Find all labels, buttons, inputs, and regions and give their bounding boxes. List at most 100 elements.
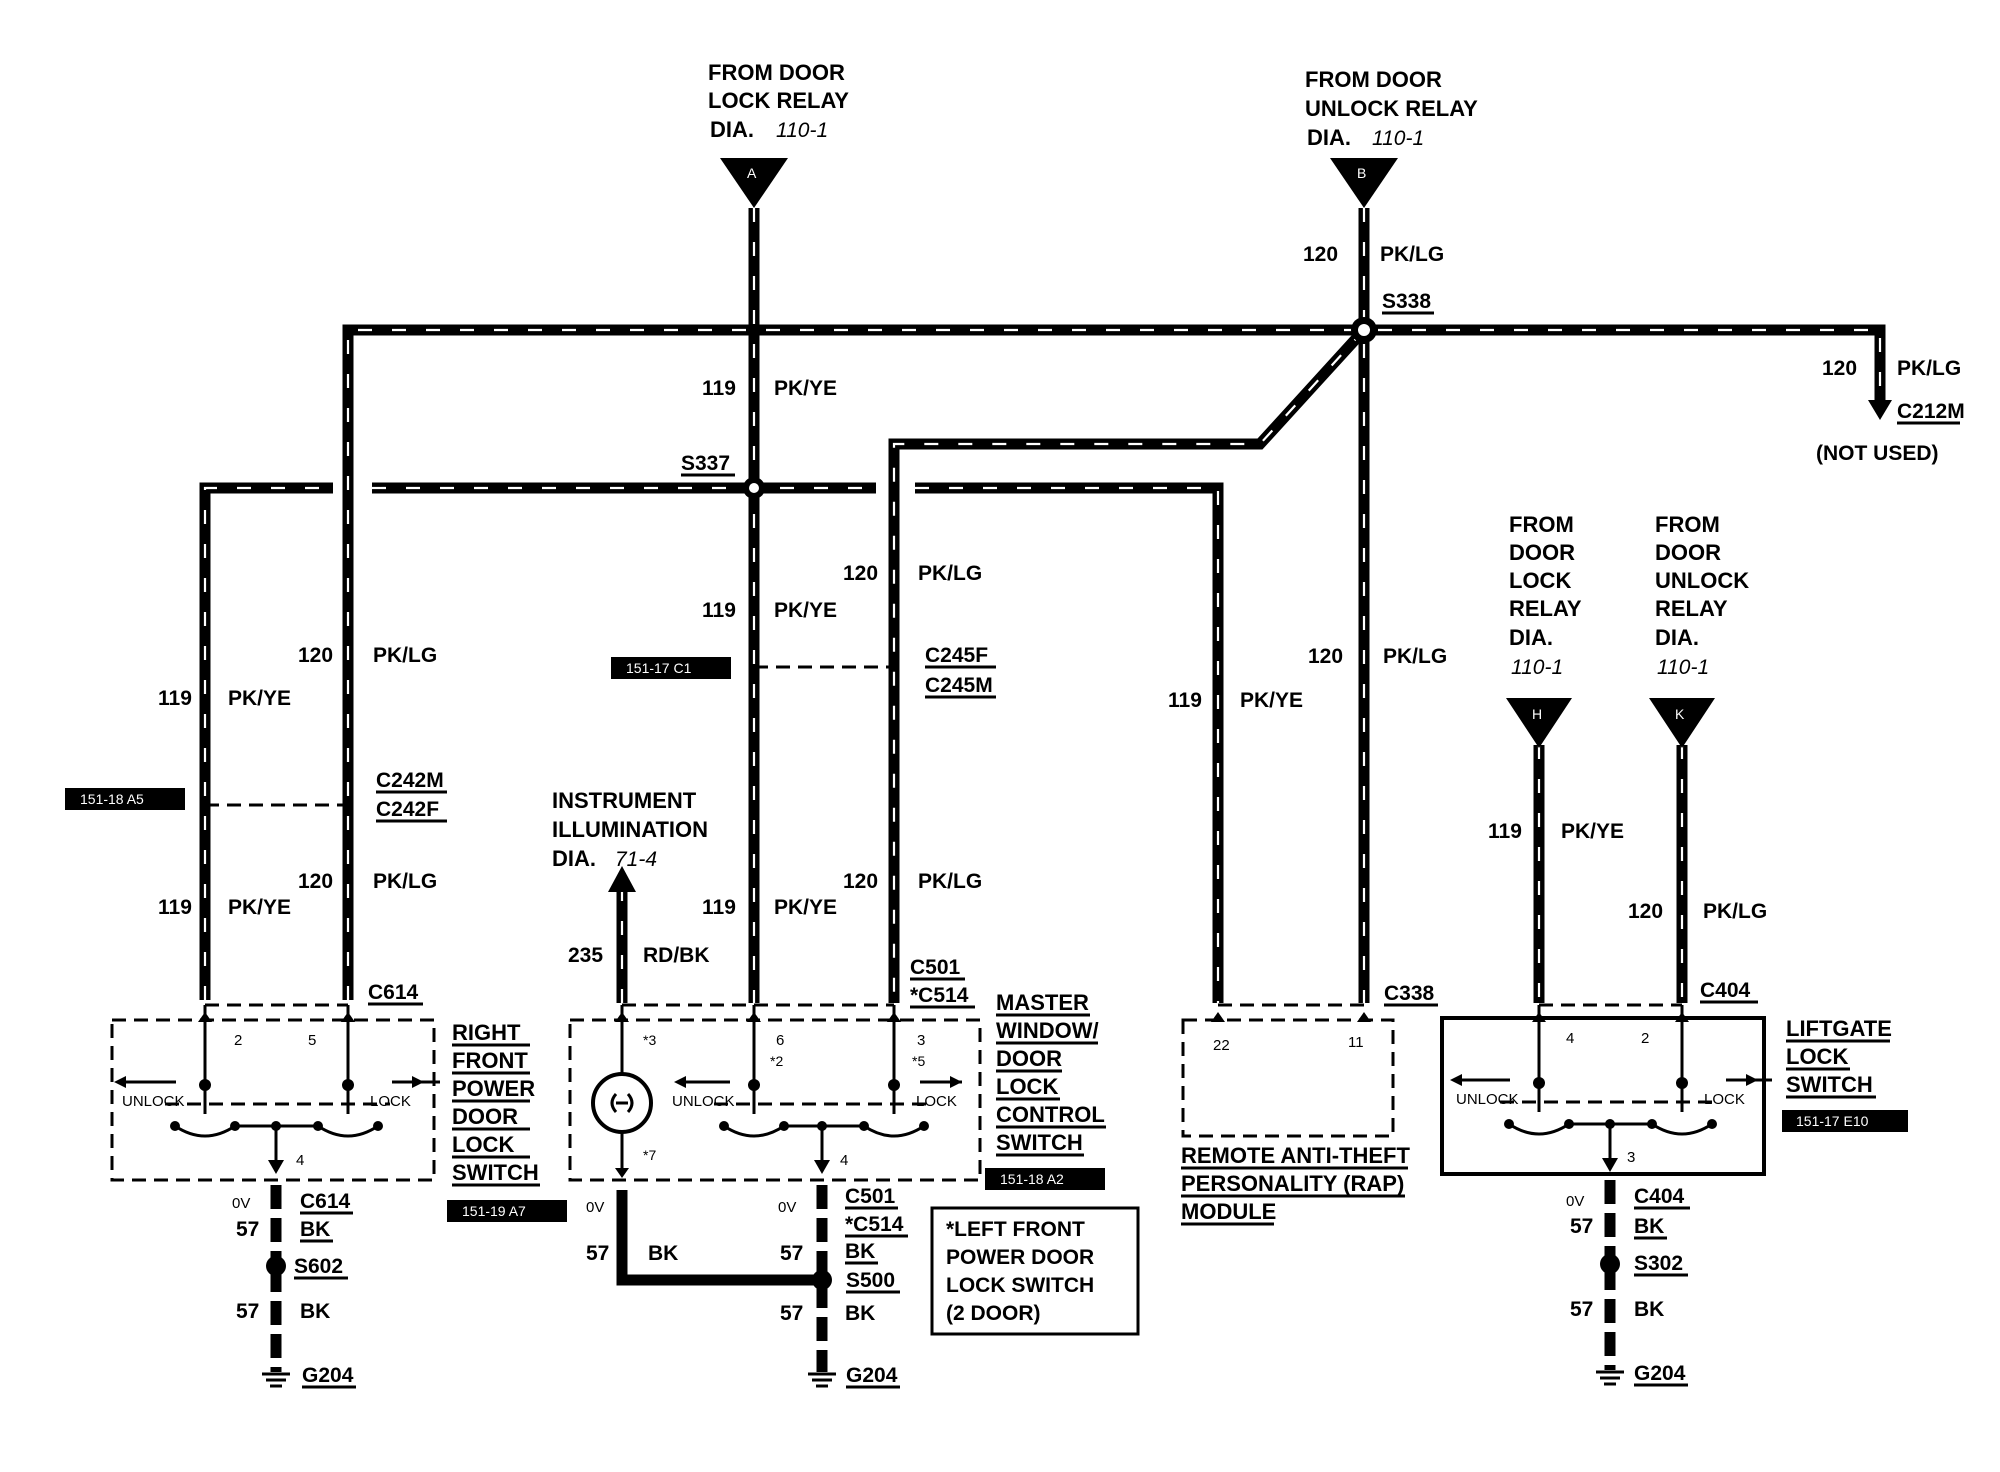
splice-s302-dot: [1600, 1254, 1620, 1274]
note-line: *LEFT FRONT: [946, 1218, 1085, 1241]
source-h-line1: FROM: [1509, 512, 1574, 537]
connector-c404-label: C404: [1634, 1185, 1685, 1208]
wire-119-bus-left: [199, 482, 333, 1000]
arrow-down-icon: [1868, 400, 1892, 420]
wire-color-label: PK/LG: [1897, 357, 1961, 380]
wire-57-bk-loop: [616, 1190, 822, 1286]
wire-code-label: 57: [780, 1302, 803, 1325]
source-a-group: FROM DOOR LOCK RELAY DIA. 110-1 A: [708, 60, 849, 208]
wire-color-label: PK/YE: [228, 687, 291, 710]
wire-code-label: 57: [236, 1300, 259, 1323]
component-label-line: WINDOW/: [996, 1018, 1099, 1043]
source-k-triangle: [1649, 698, 1715, 748]
source-a-dia: DIA.: [710, 117, 754, 142]
pin-label: 22: [1213, 1037, 1230, 1054]
lock-label: LOCK: [370, 1093, 411, 1110]
splice-s500-label: S500: [846, 1269, 895, 1292]
pin-label: *2: [770, 1053, 783, 1069]
wire-color-label: PK/LG: [373, 644, 437, 667]
source-k-letter: K: [1675, 706, 1685, 722]
wire-color-label: RD/BK: [643, 944, 710, 967]
wire-code-label: 119: [1168, 689, 1202, 712]
wire-code-label: 119: [702, 599, 736, 622]
source-a-ref: 110-1: [776, 119, 828, 142]
lock-label: LOCK: [916, 1093, 957, 1110]
wire-color-label: BK: [648, 1242, 678, 1265]
source-k-line3: UNLOCK: [1655, 568, 1749, 593]
source-h-ref: 110-1: [1511, 656, 1563, 679]
source-b-line2: UNLOCK RELAY: [1305, 96, 1478, 121]
source-b-triangle: [1330, 158, 1398, 208]
wire-code-label: 120: [843, 870, 878, 893]
voltage-label: 0V: [232, 1195, 250, 1212]
wire-color-label: PK/YE: [228, 896, 291, 919]
source-k-line4: RELAY: [1655, 596, 1728, 621]
unlock-label: UNLOCK: [672, 1093, 735, 1110]
rap-module: 22 11 REMOTE ANTI-THEFT PERSONALITY (RAP…: [1181, 1012, 1410, 1226]
module-connector-labels: C614 C501 *C514 C338 C404: [368, 956, 1758, 1009]
pin-label: 6: [776, 1032, 784, 1049]
component-label-line: PERSONALITY (RAP): [1181, 1171, 1404, 1196]
pin-label: *7: [643, 1147, 656, 1163]
pin-label: *3: [643, 1032, 656, 1048]
note-box-border: [930, 1206, 1140, 1336]
wire-code-label: 57: [1570, 1298, 1593, 1321]
source-k-line2: DOOR: [1655, 540, 1721, 565]
splice-s602-label: S602: [294, 1255, 343, 1278]
not-used-label: (NOT USED): [1816, 442, 1939, 465]
tag-151-18-a5: [65, 788, 185, 810]
master-switch: UNLOCK LOCK *3 6 *2 3 *5 *7 4 MASTER WIN…: [568, 990, 1106, 1182]
wire-code-label: 57: [586, 1242, 609, 1265]
source-b-group: FROM DOOR UNLOCK RELAY DIA. 110-1 B: [1305, 67, 1478, 208]
source-k-ref: 110-1: [1657, 656, 1709, 679]
ground-circuit-master: 0V 0V 57 BK 57 BK C501 *C514 S500 57 BK …: [586, 1185, 908, 1389]
source-h-group: FROM DOOR LOCK RELAY DIA. 110-1 H: [1506, 512, 1582, 748]
source-h-line4: RELAY: [1509, 596, 1582, 621]
wire-color-label: PK/YE: [774, 377, 837, 400]
pin-label: 4: [1566, 1030, 1574, 1047]
ground-circuit-right-front: 0V C614 57 BK S602 57 BK G204: [232, 1185, 356, 1389]
wire-color-label: BK: [300, 1218, 330, 1241]
wire-code-label: 57: [236, 1218, 259, 1241]
instrument-illumination: INSTRUMENT ILLUMINATION DIA. 71-4: [552, 788, 708, 871]
source-h-letter: H: [1532, 706, 1542, 722]
instrument-line2: ILLUMINATION: [552, 817, 708, 842]
connector-c245m-label: C245M: [925, 674, 993, 697]
note-box: *LEFT FRONT POWER DOOR LOCK SWITCH (2 DO…: [930, 1206, 1140, 1336]
component-label-line: RIGHT: [452, 1020, 521, 1045]
tag-text: 151-17 E10: [1796, 1113, 1869, 1129]
tag-151-17-e10: [1782, 1110, 1908, 1132]
wire-code-label: 120: [1308, 645, 1343, 668]
liftgate-switch: UNLOCK LOCK 4 2 3 LIFTGATE LOCK SWITCH: [1440, 1005, 1892, 1176]
tag-text: 151-18 A2: [1000, 1171, 1064, 1187]
wire-color-label: PK/LG: [918, 562, 982, 585]
pin-label: 2: [234, 1032, 242, 1049]
source-k-line1: FROM: [1655, 512, 1720, 537]
voltage-label: 0V: [586, 1199, 604, 1216]
unlock-label: UNLOCK: [1456, 1091, 1519, 1108]
arrow-up-icon: [608, 866, 636, 892]
wire-color-label: PK/YE: [1240, 689, 1303, 712]
wire-code-label: 119: [1488, 820, 1522, 843]
connector-c404-label: C404: [1700, 979, 1751, 1002]
tag-text: 151-18 A5: [80, 791, 144, 807]
right-front-switch-label: RIGHT FRONT POWER DOOR LOCK SWITCH: [452, 1020, 540, 1187]
wire-color-label: BK: [1634, 1215, 1664, 1238]
tag-text: 151-19 A7: [462, 1203, 526, 1219]
source-b-ref: 110-1: [1372, 127, 1424, 150]
instrument-line1: INSTRUMENT: [552, 788, 697, 813]
rap-module-box: [1181, 1018, 1395, 1138]
source-a-line1: FROM DOOR: [708, 60, 845, 85]
unlock-label: UNLOCK: [122, 1093, 185, 1110]
wire-color-label: PK/LG: [918, 870, 982, 893]
master-switch-label: MASTER WINDOW/ DOOR LOCK CONTROL SWITCH: [996, 990, 1106, 1157]
connector-c614-label: C614: [300, 1190, 351, 1213]
wire-color-label: BK: [845, 1240, 875, 1263]
source-k-line5: DIA.: [1655, 625, 1699, 650]
note-line: LOCK SWITCH: [946, 1274, 1094, 1297]
splice-s302-label: S302: [1634, 1252, 1683, 1275]
voltage-label: 0V: [1566, 1193, 1584, 1210]
source-h-triangle: [1506, 698, 1572, 748]
wire-code-label: 235: [568, 944, 603, 967]
wire-labels: 120 PK/LG S338 120 PK/LG C212M (NOT USED…: [158, 243, 1965, 967]
